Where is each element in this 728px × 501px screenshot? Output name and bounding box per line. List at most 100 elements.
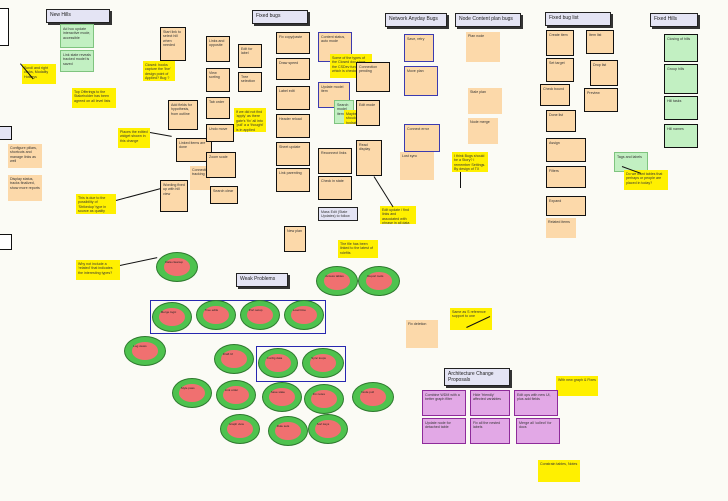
note-fx-4[interactable]: Tree selection [238, 72, 262, 92]
note-edit-graph[interactable]: With new graph & Fixes [556, 376, 598, 396]
note-left-2[interactable]: Display status, tracks finalized, show m… [8, 175, 42, 201]
note-list-8[interactable]: Assign [546, 138, 586, 162]
note-fixed-hill-1[interactable]: Closing of hills [664, 34, 698, 62]
note-net-4[interactable]: Lost sync [400, 152, 434, 180]
note-left-1[interactable]: Configure pillars, shortcuts and manage … [8, 144, 42, 168]
note-edit-update[interactable]: Edit update / find links and associated … [380, 206, 416, 224]
note-mid-8[interactable]: Edit mode [356, 100, 380, 126]
note-node-3[interactable]: Node merge [468, 118, 498, 144]
note-hill-5[interactable]: Connection tracking [190, 166, 210, 190]
note-low-peach[interactable]: Fix deletion [406, 320, 438, 348]
note-fx-8[interactable]: Search clear [210, 186, 238, 204]
note-fx-1[interactable]: Links and opposite [206, 36, 230, 62]
problem-cluster[interactable]: Link order [216, 380, 256, 410]
problem-cluster[interactable]: Config data [258, 348, 298, 378]
note-hill-2[interactable]: Add fields for hypothesis, from outline [168, 100, 198, 130]
note-net-2[interactable]: Move plan [404, 66, 438, 96]
note-fx-13[interactable]: Sheet update [276, 142, 310, 166]
note-fx-9[interactable]: Fix copy/paste [276, 32, 310, 54]
header-architecture-change[interactable]: Architecture Change Proposals [444, 368, 510, 386]
note-arch-2[interactable]: Hide 'friendly' affected variables [470, 390, 510, 416]
note-list-4[interactable]: Drop list [590, 60, 618, 86]
note-list-10[interactable]: Expand [546, 196, 586, 216]
note-arch-6[interactable]: Merge all 'collect' for docs [516, 418, 560, 444]
note-list-5[interactable]: Check bound [540, 84, 570, 106]
note-fixed-hill-2[interactable]: Group hills [664, 64, 698, 94]
problem-cluster[interactable]: Style pass [172, 378, 212, 408]
note-list-2[interactable]: Item list [586, 30, 614, 54]
problem-cluster[interactable]: Load time [284, 300, 324, 330]
note-fx-12[interactable]: Header reload [276, 114, 310, 138]
note-list-11[interactable]: Related items [546, 218, 576, 238]
problem-cluster[interactable]: Log views [124, 336, 166, 366]
note-list-9[interactable]: Filters [546, 166, 586, 188]
problem-cluster[interactable]: Report tools [358, 266, 400, 296]
note-list-7[interactable]: Preview [584, 88, 618, 112]
note-fixed-hill-3[interactable]: Hill tasks [664, 96, 698, 120]
note-fixed-hill-4[interactable]: Hill names [664, 124, 698, 148]
header-fixed-bug-list[interactable]: Fixed bug list [545, 12, 611, 26]
note-places-edited[interactable]: Places the edited widget shown in this c… [118, 128, 150, 148]
note-mid-6[interactable]: Read display [356, 140, 382, 176]
note-fx-14[interactable]: Link parenting [276, 168, 310, 192]
note-net-3[interactable]: Connect error [404, 124, 440, 152]
note-fx-3[interactable]: View sorting [206, 68, 230, 92]
note-fx-7[interactable]: Zoom scale [206, 152, 236, 178]
problem-cluster[interactable]: Data cleanup [156, 252, 198, 282]
note-node-2[interactable]: Stale plan [468, 88, 502, 114]
note-list-1[interactable]: Create item [546, 30, 574, 56]
problem-cluster[interactable]: Fix notes [304, 384, 344, 414]
note-mid-small-2[interactable]: New plan [284, 226, 306, 252]
note-arch-4[interactable]: Update node for detached table [422, 418, 466, 444]
problem-cluster[interactable]: Draft UI [214, 344, 254, 374]
problem-cluster[interactable]: Port setup [240, 300, 280, 330]
note-closed-hooks[interactable]: Closed: hooks capture the 'live' design … [143, 61, 175, 81]
note-arrows-nav[interactable]: Scroll and right clicks, Modality Hotkey… [22, 64, 56, 84]
note-mid-small[interactable]: Mass Edit (State Updates) to follow [318, 207, 358, 221]
note-green-2[interactable]: Link state reveals tracked model is save… [60, 50, 94, 72]
note-net-1[interactable]: Save, retry [404, 34, 434, 62]
note-if-we-need[interactable]: If we did not find 'apply' as there gate… [234, 108, 266, 132]
header-fixed-bugs[interactable]: Fixed bugs [252, 10, 308, 24]
note-hill-3[interactable]: Linked items are done [176, 138, 212, 162]
note-same-text[interactable]: Same as S reference support to one [450, 308, 492, 330]
note-mid-4[interactable]: Reconnect links [318, 148, 352, 174]
note-list-6[interactable]: Done list [546, 110, 576, 132]
note-hill-1[interactable]: Start link to select hill when needed [160, 27, 186, 61]
note-fx-2[interactable]: Edit for label [238, 44, 262, 68]
problem-cluster[interactable]: Sort keys [308, 414, 348, 444]
problem-cluster[interactable]: Tree edits [196, 300, 236, 330]
note-mid-5[interactable]: Check in state [318, 176, 352, 200]
note-file-has-been[interactable]: The file has been linked to the latest o… [338, 240, 378, 258]
problem-cluster[interactable]: Merge logic [152, 302, 192, 332]
note-hill-4[interactable]: Wording fixed up with hill view [160, 180, 188, 212]
header-fixed-hills[interactable]: Fixed Hills [650, 13, 698, 27]
note-bugs-should[interactable]: I think Bugs should be a Story? I rememb… [452, 152, 488, 172]
note-green-1[interactable]: Ad hoc update interactive mode, accessib… [60, 24, 94, 48]
note-fx-6[interactable]: Undo move [206, 124, 234, 142]
note-constr-tables[interactable]: Constrain tables, Notes [538, 460, 580, 482]
header-weak-problems[interactable]: Weak Problems [236, 273, 288, 287]
problem-cluster[interactable]: Node pull [352, 382, 394, 412]
note-arch-3[interactable]: Edit ops with new UI, plus add fields [514, 390, 558, 416]
header-node-content-bugs[interactable]: Node Content plan bugs [455, 13, 521, 27]
header-new-hills[interactable]: New Hills [46, 9, 110, 23]
problem-cluster[interactable]: Rule sets [268, 416, 308, 446]
note-fx-11[interactable]: Label edit [276, 86, 310, 110]
note-fx-10[interactable]: Draw speed [276, 58, 310, 80]
note-node-1[interactable]: Plan node [466, 32, 500, 62]
problem-cluster[interactable]: Access tables [316, 266, 358, 296]
note-fx-5[interactable]: Tab order [206, 97, 230, 119]
note-whynot-related[interactable]: Why not include a 'related' that indicat… [76, 260, 120, 280]
note-list-3[interactable]: Set target [546, 58, 574, 82]
note-mid-7[interactable]: Connection pending [356, 62, 390, 92]
note-arch-1[interactable]: Combine WDM with a better graph filter [422, 390, 466, 416]
note-arch-5[interactable]: Fix all the nested labels [470, 418, 510, 444]
header-network-bugs[interactable]: Network Anyday Bugs [385, 13, 447, 27]
note-top-offers[interactable]: Top Offerings to the Stakeholder has bee… [72, 88, 116, 108]
problem-cluster[interactable]: Save state [262, 382, 302, 412]
note-source-quality[interactable]: This is due to the possibility of 'Strik… [76, 194, 116, 214]
note-do-we-want[interactable]: Do we want tables that perhaps or people… [624, 170, 668, 190]
problem-cluster[interactable]: Graph view [220, 414, 260, 444]
problem-cluster[interactable]: Sync loops [302, 348, 344, 378]
